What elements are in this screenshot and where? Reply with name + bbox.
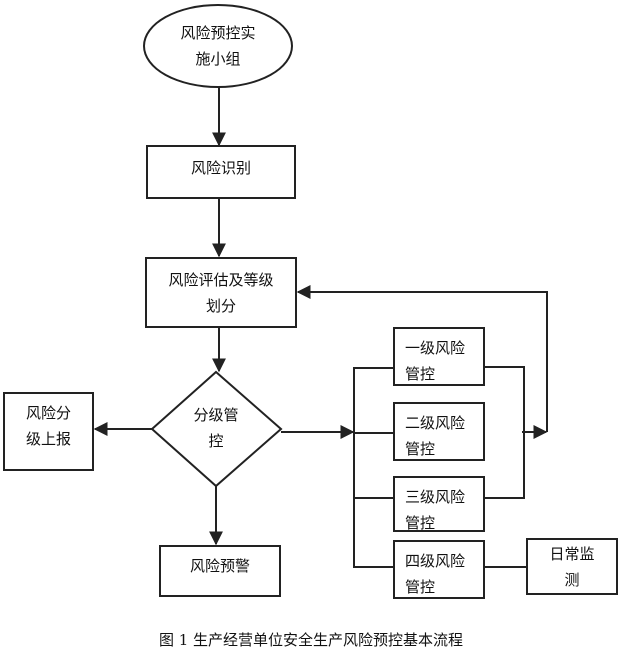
node-level1: 一级风险管控 — [393, 327, 485, 386]
node-start-line1: 风险预控实 — [180, 24, 256, 42]
node-level4-line1: 四级风险 — [405, 552, 466, 570]
edge-feedback-assess — [296, 285, 548, 432]
decision-diamond — [150, 370, 283, 488]
node-level1-line1: 一级风险 — [405, 339, 466, 357]
figure-caption: 图 1 生产经营单位安全生产风险预控基本流程 — [158, 631, 464, 649]
node-level4: 四级风险管控 — [393, 540, 485, 599]
node-decision-line1: 分级管 — [193, 406, 239, 424]
node-level1-line2: 管控 — [405, 365, 436, 383]
node-start: 风险预控实施小组 — [143, 4, 293, 88]
node-warning-label: 风险预警 — [189, 557, 250, 575]
node-decision: 分级管 控 — [176, 402, 256, 454]
node-decision-line2: 控 — [208, 432, 224, 450]
node-level4-line2: 管控 — [405, 578, 436, 596]
node-assess: 风险评估及等级划分 — [145, 257, 297, 328]
node-monitor-line1: 日常监 — [549, 544, 595, 563]
node-level3-line2: 管控 — [405, 514, 436, 532]
node-report-line2: 级上报 — [25, 430, 71, 448]
node-level2-line1: 二级风险 — [405, 414, 466, 432]
node-level3-line1: 三级风险 — [405, 488, 466, 506]
node-level2: 二级风险管控 — [393, 402, 485, 461]
node-level3: 三级风险管控 — [393, 476, 485, 532]
branch-bracket-left — [353, 367, 393, 568]
node-monitor: 日常监测 — [526, 538, 618, 595]
node-warning: 风险预警 — [159, 545, 281, 597]
node-report: 风险分级上报 — [3, 392, 94, 471]
node-identify: 风险识别 — [146, 145, 296, 199]
node-level2-line2: 管控 — [405, 440, 436, 458]
merge-bracket-right — [484, 366, 525, 499]
node-report-line1: 风险分 — [25, 404, 71, 422]
node-monitor-line2: 测 — [564, 570, 580, 589]
node-start-line2: 施小组 — [195, 50, 241, 68]
node-assess-line2: 划分 — [205, 296, 236, 315]
node-identify-label: 风险识别 — [190, 159, 251, 177]
node-assess-line1: 风险评估及等级 — [168, 270, 274, 289]
